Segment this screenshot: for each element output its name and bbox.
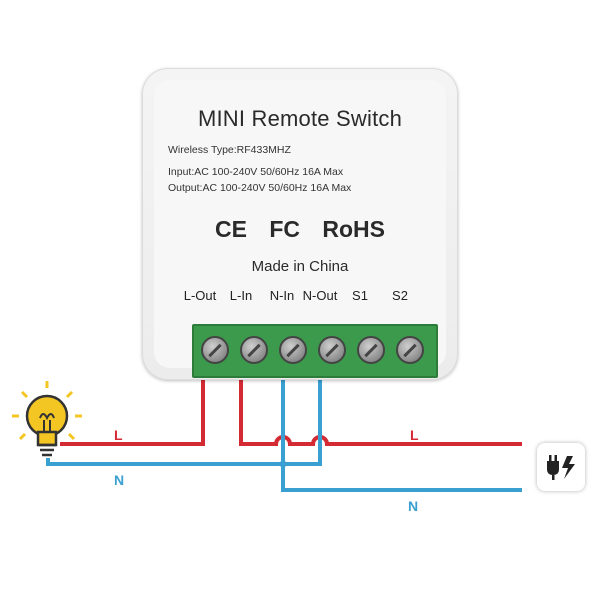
label-live-left: L [114,427,123,443]
terminal-label-s2: S2 [392,288,408,303]
terminal-label-l-out: L-Out [183,288,217,303]
screw-s1 [357,336,385,364]
label-neutral-right: N [408,498,419,514]
power-plug-icon [537,443,585,491]
wire-live-lamp [60,360,205,446]
made-in: Made in China [251,258,349,275]
screw-n-out [318,336,346,364]
terminal-block [192,324,438,378]
device-title: MINI Remote Switch [197,106,403,131]
screw-n-in [279,336,307,364]
screw-l-in [240,336,268,364]
wireless-type: Wireless Type:RF433MHZ [168,144,291,156]
input-spec: Input:AC 100-240V 50/60Hz 16A Max [168,166,344,178]
neutral-junction [279,460,287,468]
wire-live-supply [239,360,522,446]
certification-marks: CE FC RoHS [154,216,446,243]
ce-mark: CE [214,216,247,242]
light-bulb-icon [12,381,82,457]
rohs-mark: RoHS [322,216,386,242]
switch-device: MINI Remote Switch Wireless Type:RF433MH… [142,68,458,380]
label-live-right: L [410,427,419,443]
screw-s2 [396,336,424,364]
screw-l-out [201,336,229,364]
output-spec: Output:AC 100-240V 50/60Hz 16A Max [168,182,352,194]
label-neutral-left: N [114,472,125,488]
terminal-label-n-out: N-Out [302,288,338,303]
terminal-label-l-in: L-In [229,288,253,303]
terminal-label-s1: S1 [352,288,368,303]
wire-neutral-supply [281,360,522,492]
terminal-label-n-in: N-In [269,288,295,303]
wire-neutral-lamp [46,360,322,466]
fc-mark: FC [269,216,300,242]
device-face: MINI Remote Switch Wireless Type:RF433MH… [154,80,446,378]
